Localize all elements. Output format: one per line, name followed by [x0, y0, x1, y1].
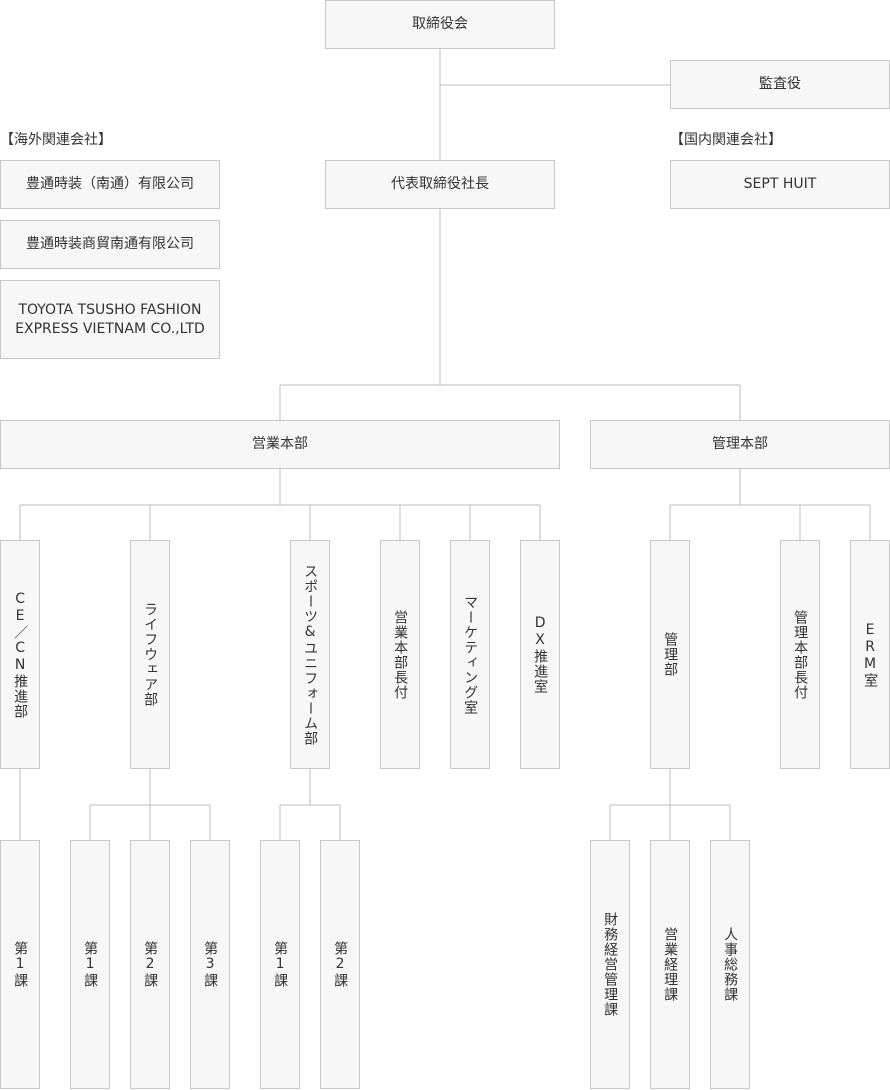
section-ce-1: 第1課	[0, 840, 40, 1089]
dept-sports-uniform: スポーツ&ユニフォーム部	[290, 540, 330, 769]
overseas-company-3: TOYOTA TSUSHO FASHION EXPRESS VIETNAM CO…	[0, 280, 220, 359]
section-life-2: 第2課	[130, 840, 170, 1089]
overseas-company-1: 豊通時装（南通）有限公司	[0, 160, 220, 209]
section-life-1: 第1課	[70, 840, 110, 1089]
section-sports-2: 第2課	[320, 840, 360, 1089]
auditor-box: 監査役	[670, 60, 890, 109]
section-hr-general: 人事総務課	[710, 840, 750, 1089]
dept-kanri: 管理部	[650, 540, 690, 769]
dept-admin-hq-staff: 管理本部長付	[780, 540, 820, 769]
board-box: 取締役会	[325, 0, 555, 49]
section-sports-1: 第1課	[260, 840, 300, 1089]
domestic-company-1: SEPT HUIT	[670, 160, 890, 209]
sales-division-box: 営業本部	[0, 420, 560, 469]
dept-lifewear: ライフウェア部	[130, 540, 170, 769]
domestic-heading: 【国内関連会社】	[670, 132, 782, 148]
overseas-heading: 【海外関連会社】	[0, 132, 112, 148]
dept-erm: ERM室	[850, 540, 890, 769]
dept-sales-hq-staff: 営業本部長付	[380, 540, 420, 769]
section-sales-accounting: 営業経理課	[650, 840, 690, 1089]
dept-dx: DX推進室	[520, 540, 560, 769]
dept-ce-cn: CE／CN推進部	[0, 540, 40, 769]
dept-marketing: マーケティング室	[450, 540, 490, 769]
section-life-3: 第3課	[190, 840, 230, 1089]
president-box: 代表取締役社長	[325, 160, 555, 209]
overseas-company-2: 豊通時装商貿南通有限公司	[0, 220, 220, 269]
section-finance: 財務経営管理課	[590, 840, 630, 1089]
admin-division-box: 管理本部	[590, 420, 890, 469]
